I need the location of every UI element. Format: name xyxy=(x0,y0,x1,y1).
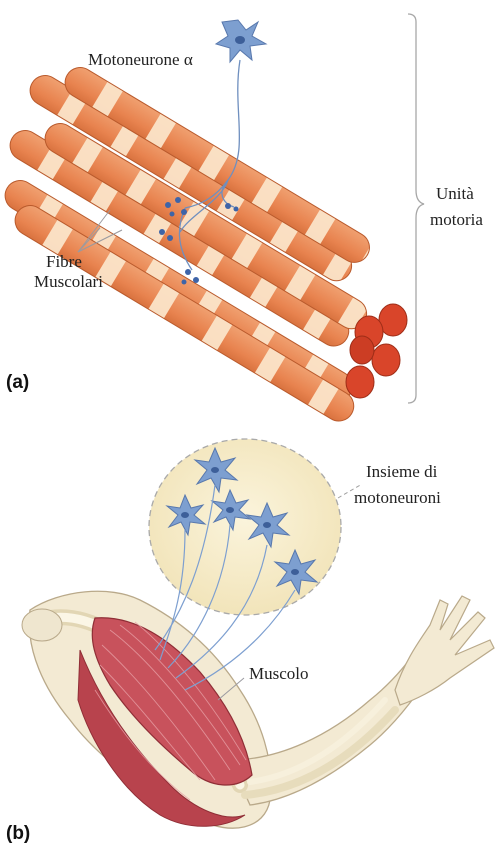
muscle-label: Muscolo xyxy=(249,664,309,684)
motoneuron-pool xyxy=(149,439,341,615)
panel-b-tag: (b) xyxy=(6,823,30,845)
muscle-fibres xyxy=(0,62,407,427)
motor-unit-brace xyxy=(408,14,424,403)
unit-label-line2: motoria xyxy=(430,210,483,230)
pool-label-line2: motoneuroni xyxy=(354,488,441,508)
fibres-label-line1: Fibre xyxy=(46,252,82,272)
arm-illustration xyxy=(22,591,494,828)
motoneuron-icon xyxy=(216,20,266,62)
panel-a-tag: (a) xyxy=(6,372,29,394)
pool-label-line1: Insieme di xyxy=(366,462,437,482)
unit-label-line1: Unità xyxy=(436,184,474,204)
motoneuron-label: Motoneurone α xyxy=(88,50,193,70)
fibres-label-line2: Muscolari xyxy=(34,272,103,292)
